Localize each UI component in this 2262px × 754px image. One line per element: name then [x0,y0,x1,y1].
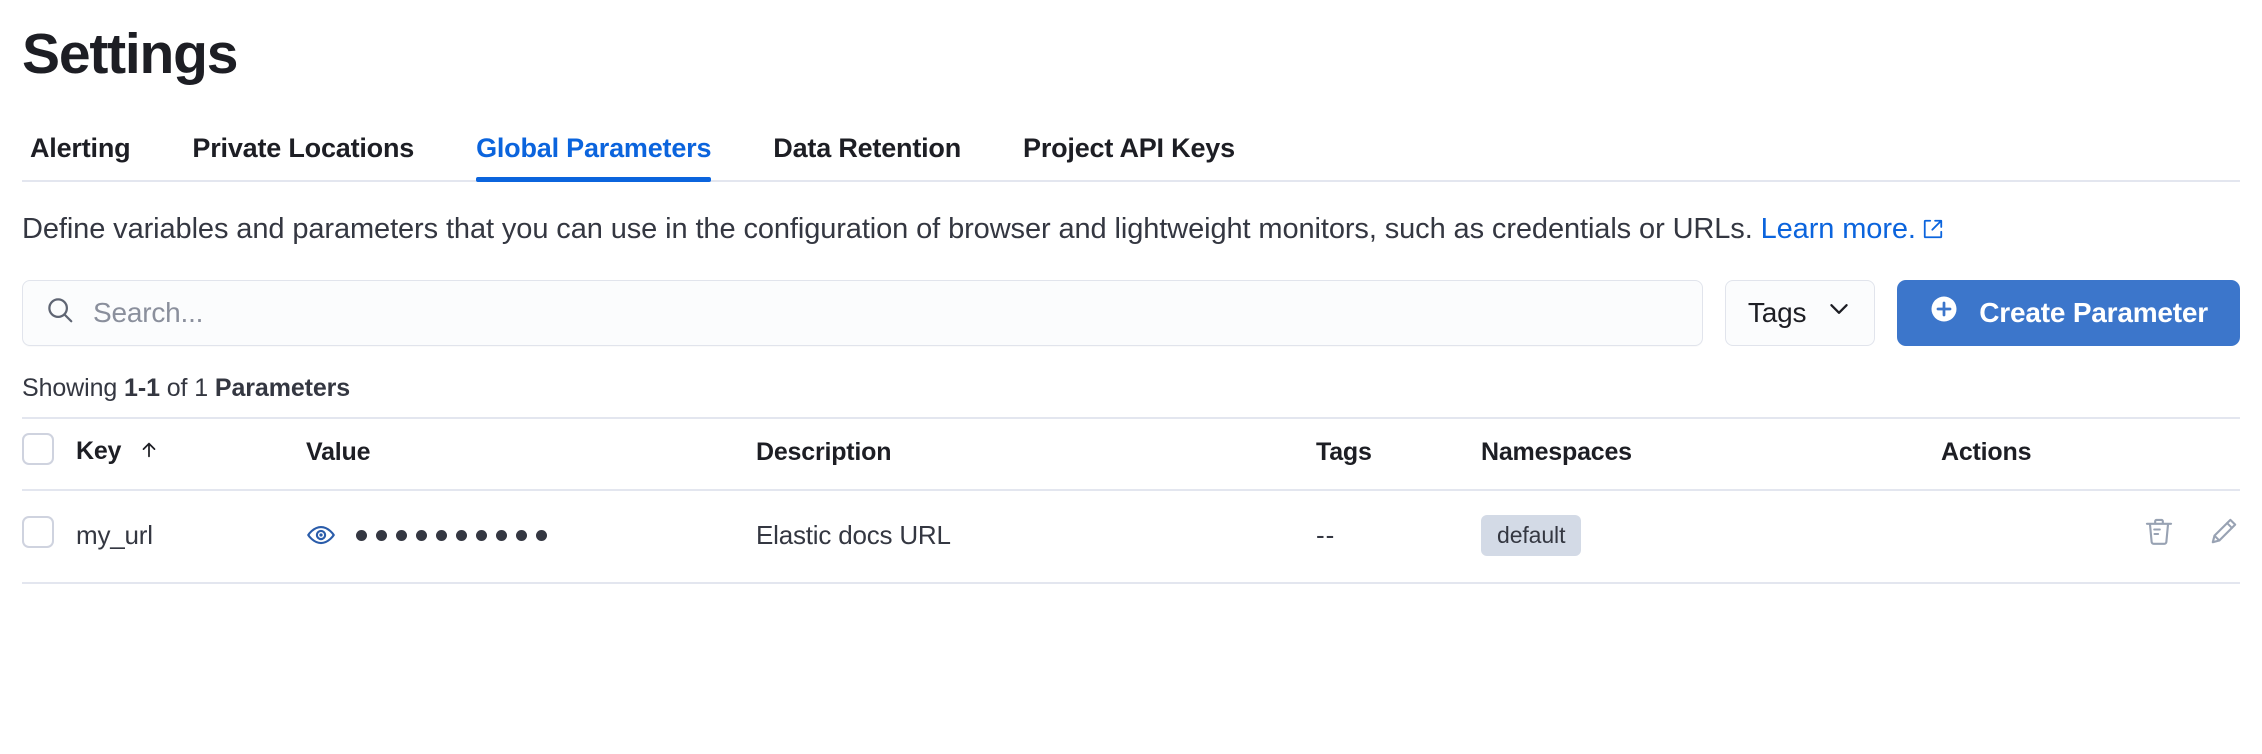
search-icon [45,295,75,330]
column-header-actions: Actions [1941,416,2240,491]
pencil-icon[interactable] [2206,515,2240,549]
row-checkbox[interactable] [22,515,54,548]
cell-description: Elastic docs URL [756,489,1316,584]
table-header: Key Value Description Tags [22,416,2240,491]
cell-value [306,489,756,584]
tab-label: Data Retention [773,132,962,163]
results-suffix: Parameters [214,373,351,402]
external-link-icon [1922,210,1944,252]
cell-actions [1941,489,2240,584]
column-label: Value [306,437,371,466]
parameters-table: Key Value Description Tags [22,416,2240,584]
tab-label: Global Parameters [476,132,712,163]
column-label: Tags [1316,437,1372,466]
column-label: Description [756,437,892,466]
table-body: my_url Elastic docs URL [22,489,2240,584]
row-select-cell [22,489,76,584]
column-header-description[interactable]: Description [756,416,1316,491]
settings-tabs: Alerting Private Locations Global Parame… [22,120,2240,182]
column-label: Actions [1941,437,2032,466]
tab-label: Private Locations [192,132,415,163]
toolbar: Tags Create Parameter [22,279,2240,346]
table-header-row: Key Value Description Tags [22,416,2240,491]
page-title: Settings [22,22,238,86]
masked-dots [356,529,547,541]
plus-circle-icon [1929,294,1959,331]
table-row: my_url Elastic docs URL [22,489,2240,584]
cell-namespaces: default [1481,489,1941,584]
column-header-key[interactable]: Key [76,416,306,491]
eye-icon[interactable] [306,520,336,550]
cell-tags: -- [1316,489,1481,584]
arrow-up-icon [138,439,160,468]
tab-project-api-keys[interactable]: Project API Keys [992,133,1266,180]
tab-private-locations[interactable]: Private Locations [161,133,445,180]
search-box[interactable] [22,279,1703,346]
learn-more-label: Learn more. [1760,212,1916,245]
column-label: Namespaces [1481,437,1632,466]
tab-global-parameters[interactable]: Global Parameters [445,132,742,182]
masked-value [306,520,756,550]
tags-filter-label: Tags [1747,296,1807,328]
trash-icon[interactable] [2142,515,2176,549]
row-actions [2142,515,2240,549]
create-parameter-label: Create Parameter [1979,296,2208,328]
column-label: Key [76,436,122,465]
column-header-value[interactable]: Value [306,416,756,491]
tab-label: Project API Keys [1023,132,1235,163]
results-middle: of 1 [159,373,215,402]
results-range: 1-1 [124,373,160,402]
cell-key: my_url [76,489,306,584]
description-body: Define variables and parameters that you… [22,212,1753,245]
results-prefix: Showing [22,373,125,402]
description-text: Define variables and parameters that you… [22,208,2232,252]
column-header-namespaces[interactable]: Namespaces [1481,416,1941,491]
search-input[interactable] [93,296,1680,329]
tags-empty-value: -- [1316,519,1336,550]
learn-more-link[interactable]: Learn more. [1761,213,1916,245]
tab-label: Alerting [30,132,131,163]
tab-data-retention[interactable]: Data Retention [742,133,992,180]
select-all-checkbox[interactable] [22,432,54,465]
create-parameter-button[interactable]: Create Parameter [1897,279,2240,346]
column-header-tags[interactable]: Tags [1316,416,1481,491]
results-count: Showing 1-1 of 1 Parameters [22,374,2240,403]
chevron-down-icon [1826,296,1852,329]
tags-filter-button[interactable]: Tags [1724,279,1876,346]
tab-alerting[interactable]: Alerting [22,133,161,180]
select-all-header [22,416,76,491]
namespace-badge: default [1481,514,1582,556]
